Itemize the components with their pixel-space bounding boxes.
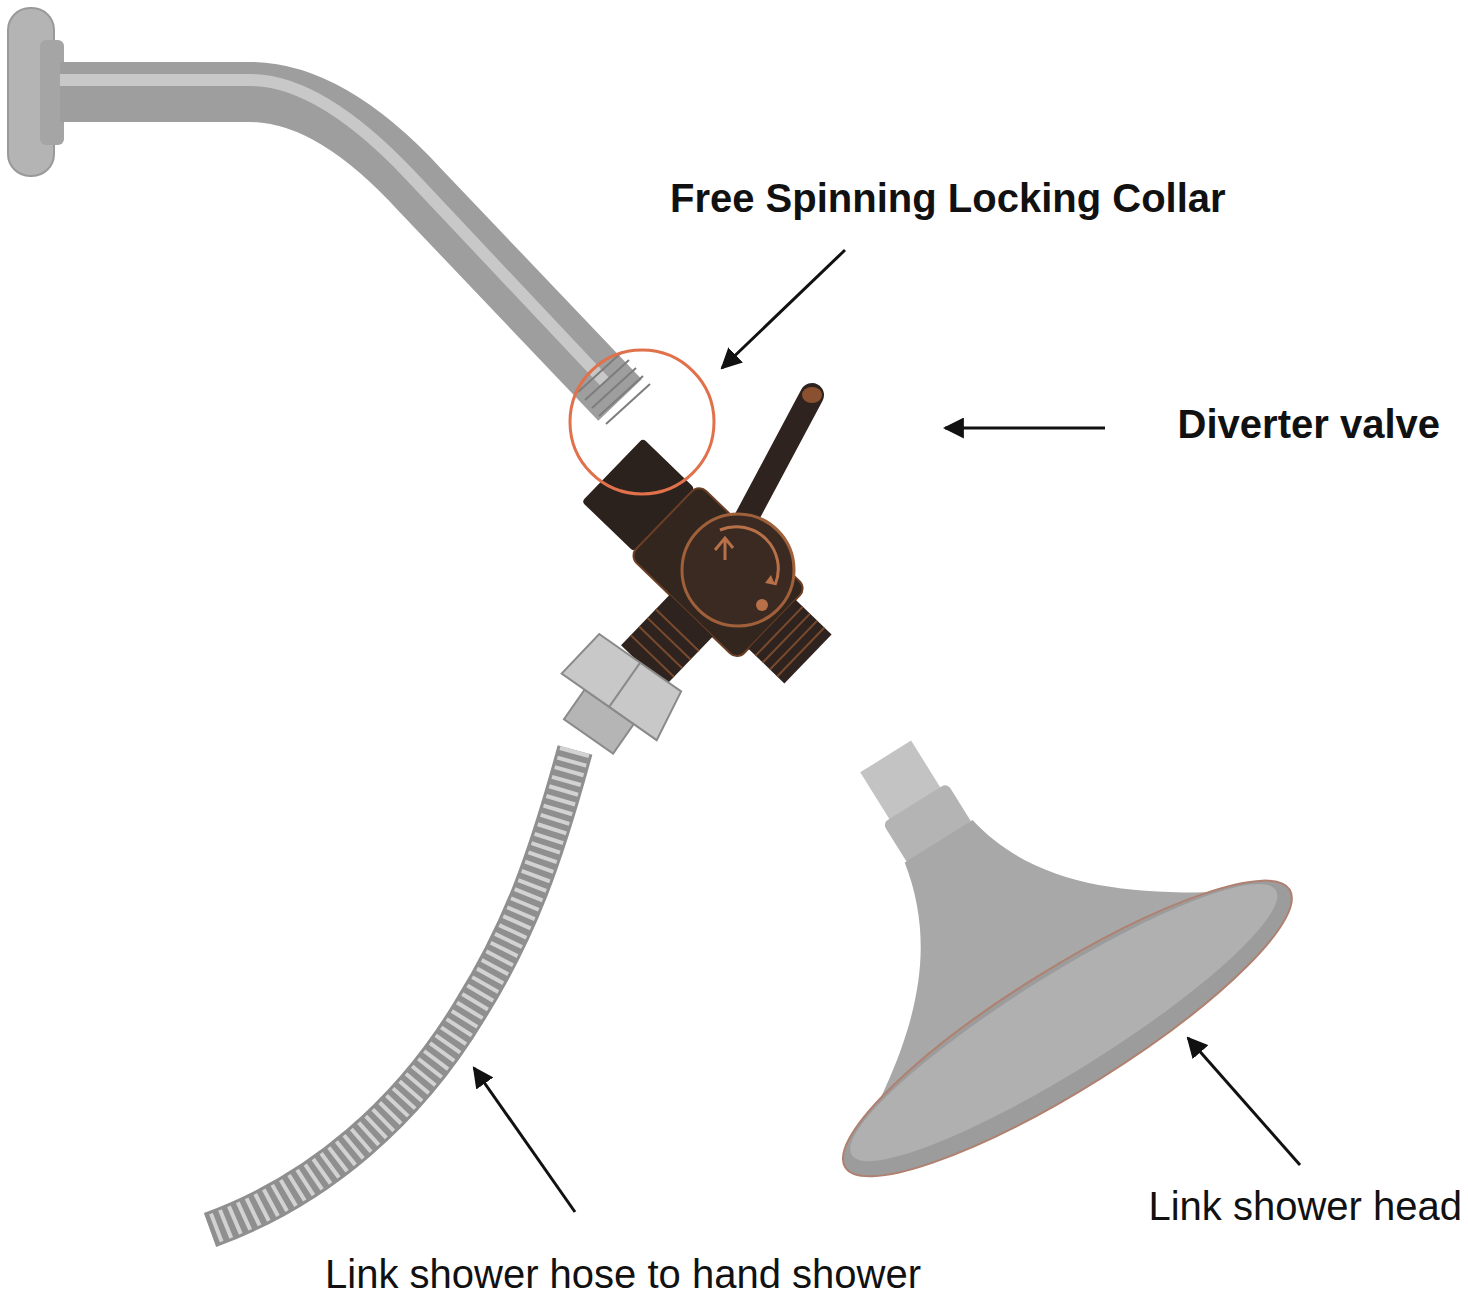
wall-flange bbox=[8, 8, 64, 176]
part-label: Link shower head bbox=[1148, 1182, 1462, 1230]
collar-highlight bbox=[570, 350, 714, 494]
diverter-lever bbox=[740, 395, 812, 530]
shower-head bbox=[672, 612, 1321, 1218]
part-label: Diverter valve bbox=[1178, 400, 1440, 448]
diverter-valve bbox=[515, 420, 843, 745]
part-label: Free Spinning Locking Collar bbox=[670, 174, 1226, 222]
lever-tip bbox=[802, 387, 822, 403]
shower-arm bbox=[60, 92, 620, 400]
hose-ribs bbox=[210, 750, 575, 1230]
diverter-knob bbox=[682, 514, 794, 626]
hose-nut bbox=[541, 629, 688, 769]
arm-highlight bbox=[60, 80, 605, 382]
arm-thread bbox=[578, 352, 650, 424]
part-label: Link shower hose to hand shower bbox=[325, 1250, 921, 1298]
hose bbox=[210, 750, 575, 1230]
leader-lines bbox=[474, 250, 1300, 1212]
